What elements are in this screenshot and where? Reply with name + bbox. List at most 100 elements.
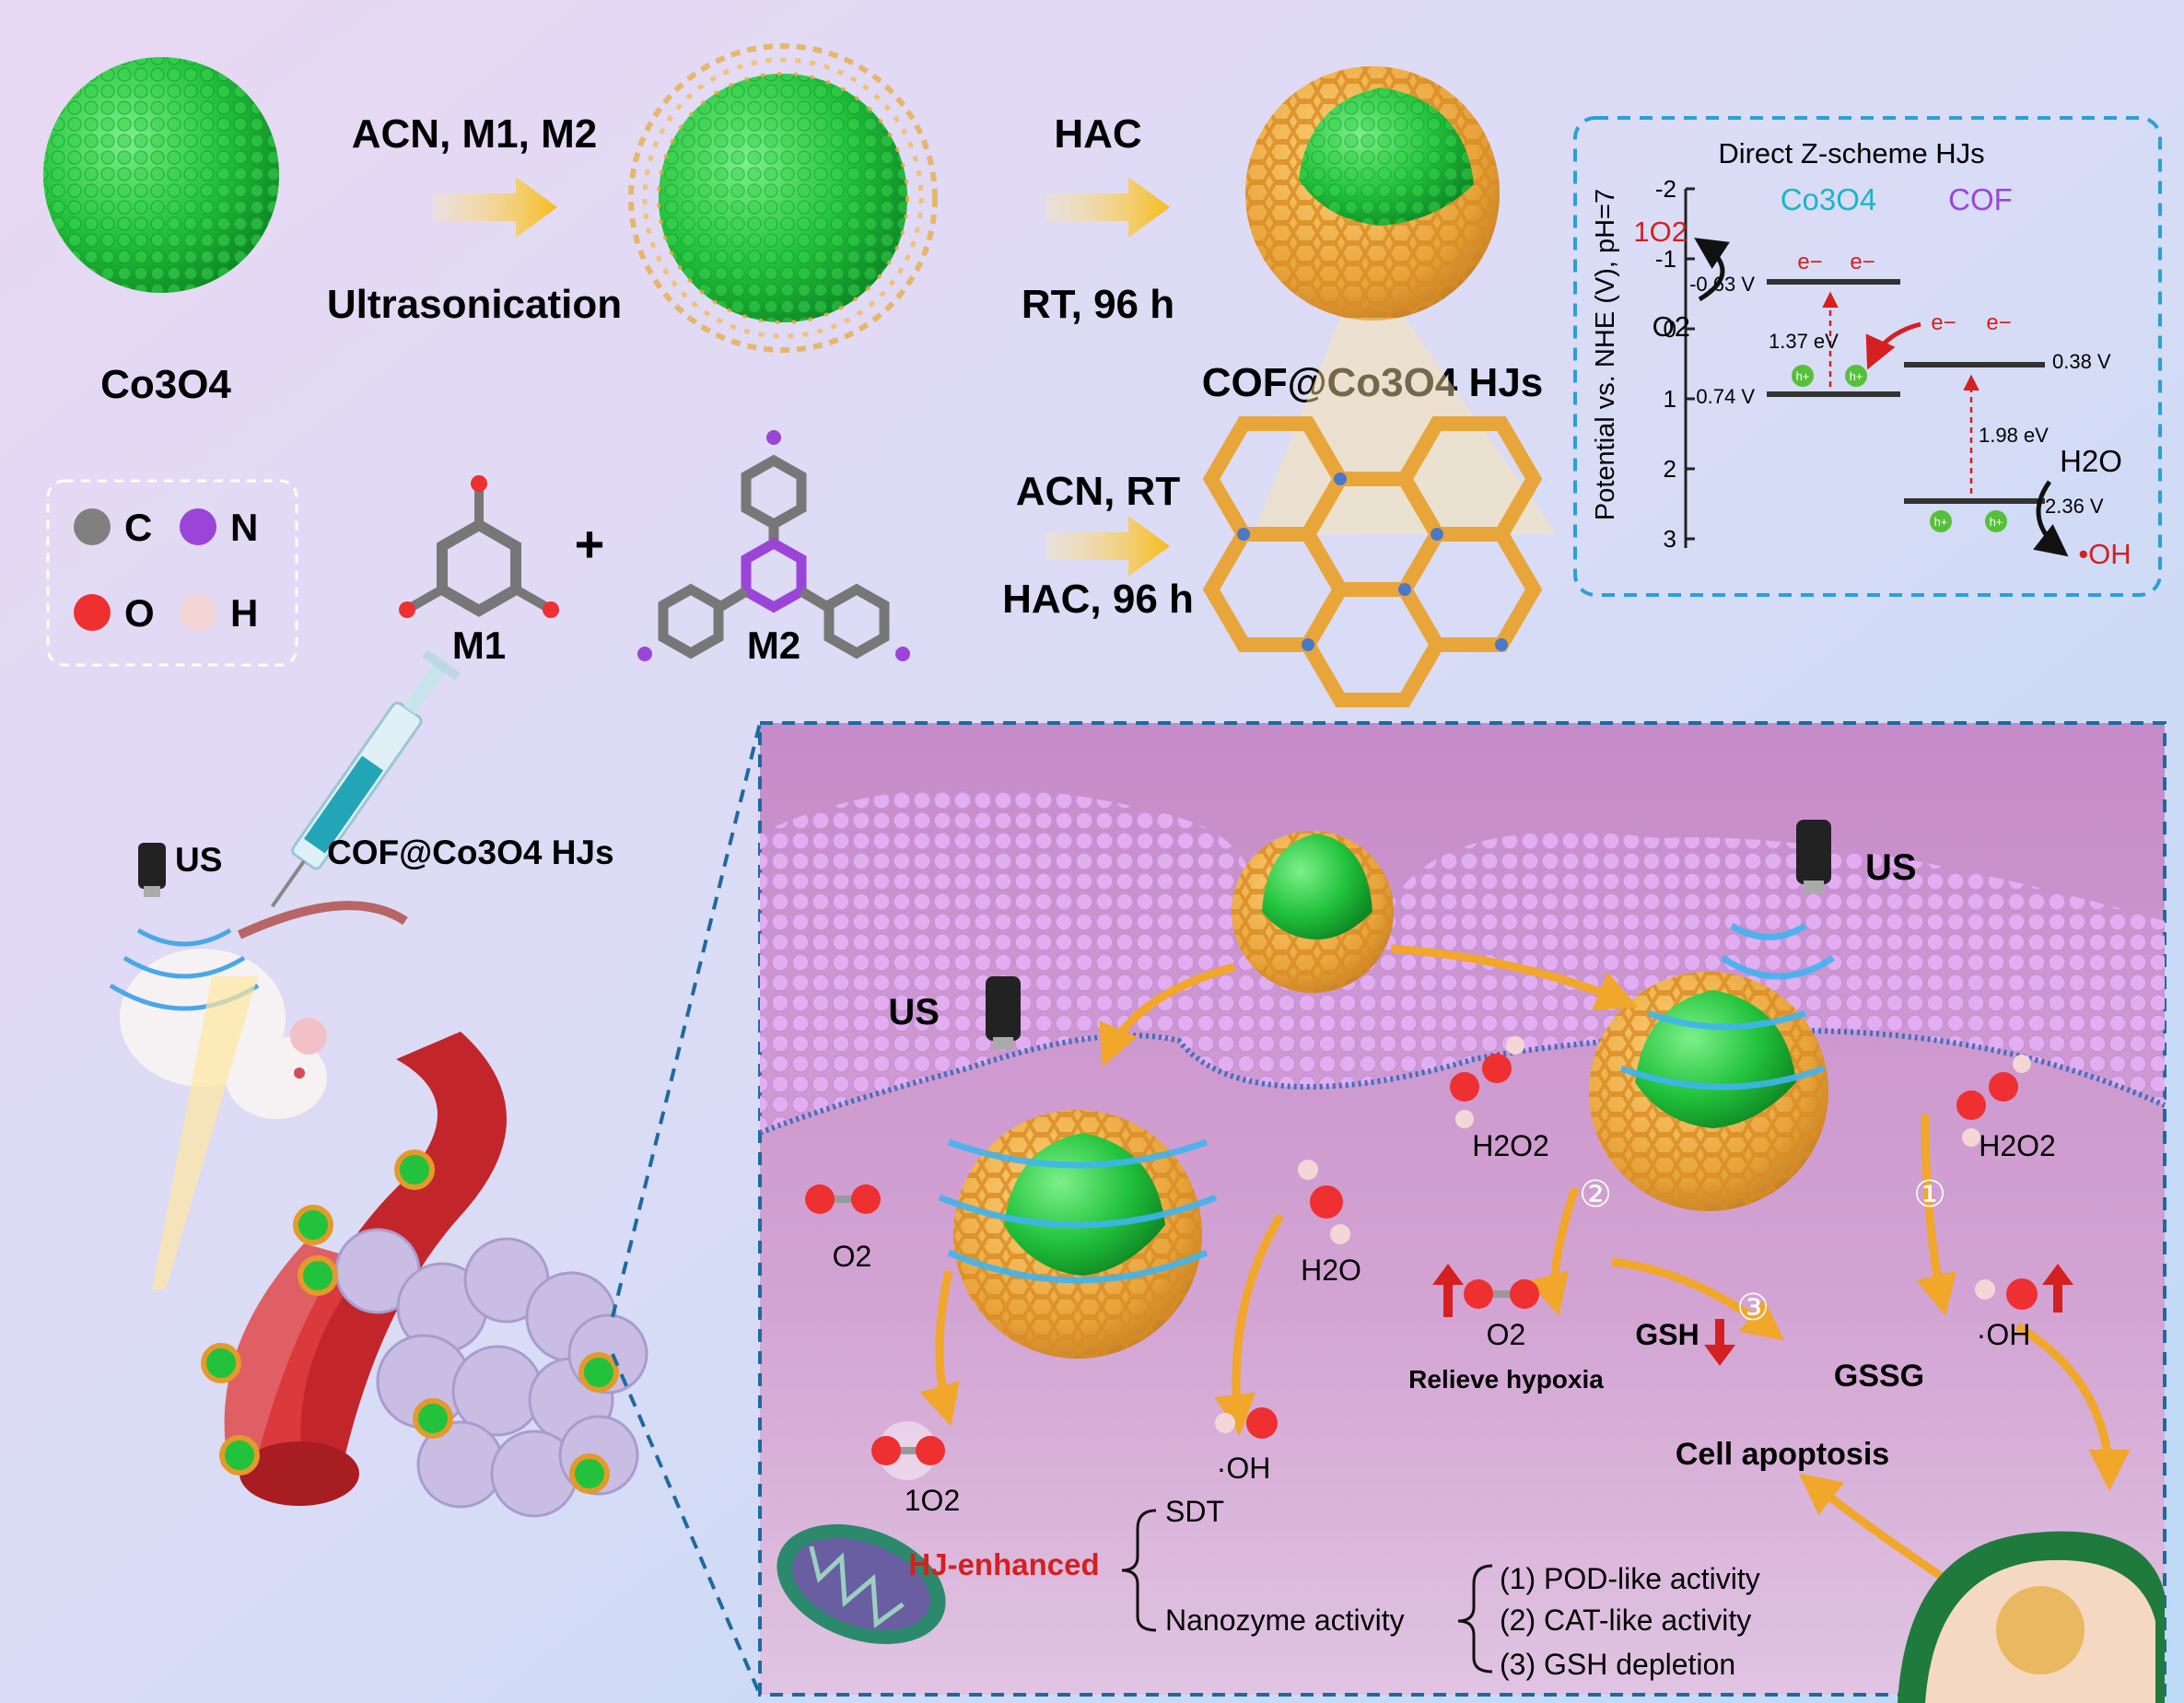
cat-activity-label: (2) CAT-like activity bbox=[1500, 1604, 1751, 1637]
sdt-label: SDT bbox=[1165, 1495, 1224, 1528]
co3o4-hole-2-label: h+ bbox=[1850, 369, 1863, 383]
oh-left-label: ·OH bbox=[1217, 1452, 1271, 1485]
legend-label-n: N bbox=[230, 506, 258, 549]
plus-sign: + bbox=[575, 515, 605, 573]
ytick-label: 3 bbox=[1664, 525, 1676, 553]
ultrasound-waves-left bbox=[938, 1138, 1218, 1284]
us-transducer-right bbox=[1796, 820, 1831, 893]
oh-molecule-left bbox=[1215, 1407, 1278, 1439]
cof-band-label: COF bbox=[1948, 182, 2013, 216]
step1-bottom-label: Ultrasonication bbox=[327, 282, 622, 327]
co3o4-hole-1-label: h+ bbox=[1796, 369, 1810, 383]
o2-reactant: O2 bbox=[1653, 310, 1690, 343]
pathway-arrows bbox=[919, 944, 2131, 1588]
us-transducer-mid bbox=[986, 976, 1021, 1050]
nanozyme-brace bbox=[1457, 1564, 1493, 1674]
nanozyme-label: Nanozyme activity bbox=[1165, 1604, 1405, 1637]
legend-swatch-o bbox=[74, 594, 111, 631]
step1-arrow bbox=[433, 177, 557, 238]
h2o-left-label: H2O bbox=[1301, 1254, 1361, 1287]
m1-molecule bbox=[399, 475, 559, 618]
cof-step-bottom-label: HAC, 96 h bbox=[1002, 577, 1194, 622]
cof-hole-2-label: h+ bbox=[1990, 515, 2003, 529]
ytick-label: 0 bbox=[1664, 315, 1676, 343]
cof-step-top-label: ACN, RT bbox=[1016, 469, 1181, 514]
tumor-cells bbox=[334, 1228, 648, 1518]
z-scheme-transfer-arrow bbox=[1865, 321, 1921, 370]
m2-label: M2 bbox=[747, 624, 800, 667]
o2-molecule-right bbox=[1464, 1279, 1539, 1309]
step-2-marker: ② bbox=[1579, 1174, 1612, 1215]
cof-co3o4-particle bbox=[1245, 66, 1500, 321]
ytick-label: -1 bbox=[1655, 245, 1676, 273]
singlet-o2-molecule bbox=[871, 1421, 945, 1480]
apoptotic-cell bbox=[1898, 1531, 2165, 1703]
h2o2-molecule-left bbox=[1450, 1036, 1524, 1128]
co3o4-electron-2: e− bbox=[1850, 250, 1875, 274]
cof-cb-value: 0.38 V bbox=[2052, 350, 2111, 373]
gsh-depletion-label: (3) GSH depletion bbox=[1500, 1648, 1735, 1681]
ultrasound-waves-right bbox=[1619, 922, 1835, 1091]
band-diagram-title: Direct Z-scheme HJs bbox=[1718, 137, 1984, 169]
circulating-nanoparticles bbox=[201, 1149, 619, 1494]
h2o-to-oh-arrow bbox=[2033, 480, 2069, 557]
oh-molecule-right bbox=[1975, 1278, 2038, 1310]
legend-swatch-n bbox=[180, 508, 216, 545]
relieve-hypoxia-label: Relieve hypoxia bbox=[1408, 1365, 1604, 1394]
h2o2-left-label: H2O2 bbox=[1472, 1129, 1549, 1162]
cof-hole-1-label: h+ bbox=[1934, 515, 1948, 529]
m2-molecule bbox=[637, 430, 910, 661]
singlet-o2-label: 1O2 bbox=[905, 1484, 960, 1517]
ytick-label: 1 bbox=[1664, 385, 1676, 413]
us-label-mouse: US bbox=[175, 841, 222, 879]
legend-label-c: C bbox=[124, 506, 152, 549]
o2-increase-arrow bbox=[1432, 1264, 1464, 1317]
zoom-connector-top bbox=[611, 722, 762, 1318]
gsh-label: GSH bbox=[1635, 1318, 1699, 1351]
oh-product: •OH bbox=[2078, 538, 2131, 570]
oh-right-label: ·OH bbox=[1977, 1318, 2031, 1351]
o2-left-label: O2 bbox=[833, 1240, 872, 1273]
cof-hole-1 bbox=[1930, 510, 1952, 532]
cof-step-arrow bbox=[1045, 516, 1170, 577]
cof-nitrogen-sites bbox=[1237, 472, 1508, 651]
cof-hole-2 bbox=[1985, 510, 2007, 532]
step1-top-label: ACN, M1, M2 bbox=[352, 111, 597, 157]
step2-bottom-label: RT, 96 h bbox=[1022, 282, 1174, 327]
injected-agent-label: COF@Co3O4 HJs bbox=[327, 834, 614, 871]
step2-top-label: HAC bbox=[1054, 111, 1141, 157]
mitochondrion bbox=[777, 1523, 946, 1645]
monomer-coated-core bbox=[628, 43, 938, 353]
product-label: COF@Co3O4 HJs bbox=[1202, 360, 1544, 405]
ytick-label: -2 bbox=[1655, 175, 1676, 203]
cell-apoptosis-label: Cell apoptosis bbox=[1676, 1437, 1889, 1472]
cof-vb-value: 2.36 V bbox=[2045, 495, 2104, 518]
legend-swatch-c bbox=[74, 508, 111, 545]
zoom-connector-bottom bbox=[611, 1353, 762, 1696]
co3o4-band-label: Co3O4 bbox=[1781, 182, 1877, 216]
co3o4-gap-value: 1.37 eV bbox=[1769, 330, 1839, 353]
h2o-molecule-left bbox=[1298, 1160, 1350, 1244]
co3o4-hole-2 bbox=[1845, 365, 1867, 387]
o2-molecule-left bbox=[805, 1184, 881, 1214]
light-beam bbox=[152, 976, 258, 1289]
pod-activity-label: (1) POD-like activity bbox=[1500, 1562, 1760, 1595]
membrane-nanoparticle bbox=[1232, 831, 1394, 993]
nanoparticle-left bbox=[953, 1110, 1202, 1359]
band-yaxis-label: Potential vs. NHE (V), pH=7 bbox=[1591, 189, 1620, 520]
us-transducer-left bbox=[138, 843, 166, 897]
zoom-beam bbox=[1253, 318, 1557, 534]
cof-electron-2: e− bbox=[1986, 310, 2011, 335]
co3o4-core bbox=[43, 57, 279, 293]
o2-to-singlet-arrow bbox=[1694, 238, 1731, 302]
atom-legend bbox=[46, 479, 298, 667]
step-3-marker: ③ bbox=[1736, 1288, 1769, 1328]
singlet-o2-product: 1O2 bbox=[1633, 216, 1688, 248]
hj-brace bbox=[1121, 1509, 1157, 1632]
co3o4-vb-value: 0.74 V bbox=[1696, 385, 1755, 408]
nanoparticle-right bbox=[1589, 972, 1828, 1211]
h2o2-molecule-right bbox=[1956, 1055, 2031, 1147]
